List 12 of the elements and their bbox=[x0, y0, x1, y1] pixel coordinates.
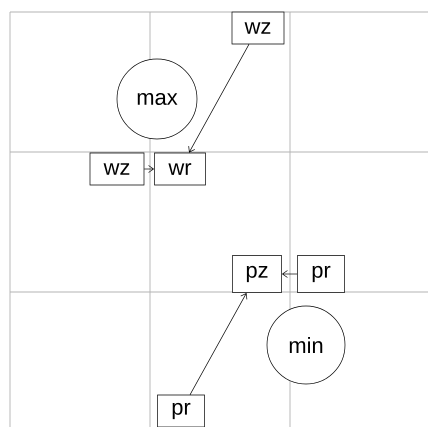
label-box: pr bbox=[297, 255, 345, 293]
label-box: pz bbox=[232, 255, 282, 293]
label-box: pr bbox=[157, 394, 205, 427]
circle-node: max bbox=[116, 58, 198, 140]
label-box: wr bbox=[154, 152, 206, 186]
arrow bbox=[190, 292, 248, 395]
arrow bbox=[188, 44, 250, 153]
arrow bbox=[282, 270, 298, 278]
circle-node: min bbox=[266, 306, 346, 384]
arrow bbox=[144, 165, 154, 173]
label-box: wz bbox=[232, 12, 284, 44]
label-box: wz bbox=[90, 152, 144, 186]
